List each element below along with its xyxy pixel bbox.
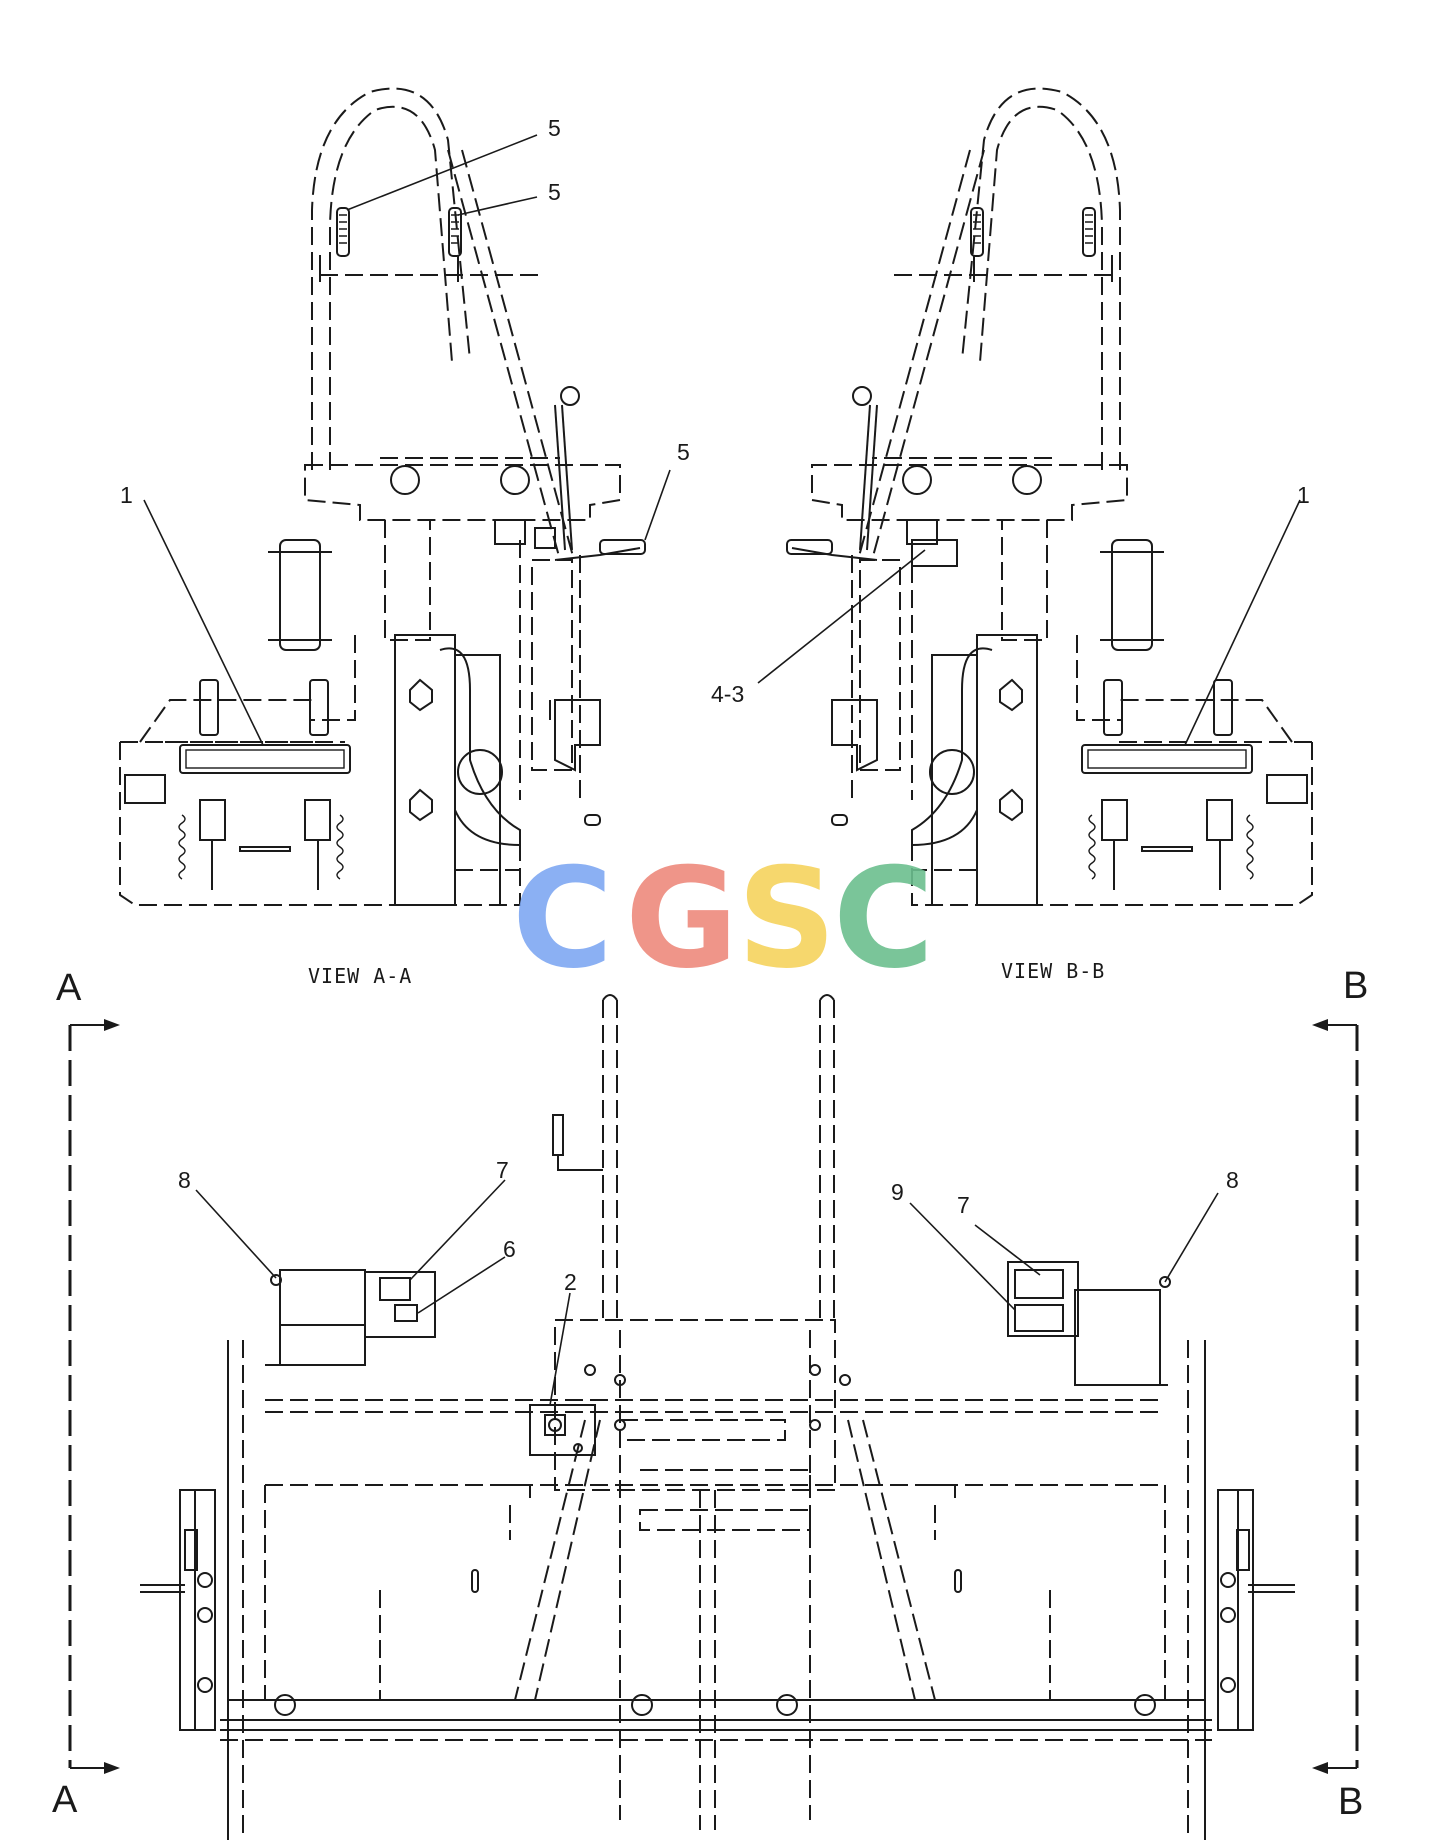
callout-1-left: 1 — [120, 482, 133, 508]
callout-7-right: 7 — [957, 1192, 970, 1218]
callout-5-lower-handle: 5 — [548, 179, 561, 205]
view-b-b-drawing — [786, 87, 1313, 906]
plan-view-drawing — [140, 994, 1295, 1840]
view-a-a-title: VIEW A-A — [308, 964, 412, 988]
callout-4-3: 4-3 — [711, 681, 744, 707]
cgsc-watermark: C G S C — [512, 838, 934, 999]
section-mark-b-bottom: B — [1338, 1781, 1363, 1823]
watermark-letter-g: G — [625, 838, 738, 999]
watermark-letter-s: S — [737, 838, 836, 999]
callout-9: 9 — [891, 1179, 904, 1205]
section-mark-b-top: B — [1343, 965, 1368, 1007]
view-a-a-drawing — [119, 87, 646, 906]
callout-6: 6 — [503, 1236, 516, 1262]
section-mark-a-top: A — [56, 967, 82, 1009]
section-line-b — [1312, 1019, 1359, 1774]
callout-1-right: 1 — [1297, 482, 1310, 508]
leader-lines — [143, 134, 1301, 1406]
callout-8-right: 8 — [1226, 1167, 1239, 1193]
callout-2: 2 — [564, 1269, 577, 1295]
callout-7-left: 7 — [496, 1157, 509, 1183]
watermark-letter-c2: C — [833, 838, 934, 999]
view-b-b-title: VIEW B-B — [1001, 959, 1105, 983]
callout-5-upper-handle: 5 — [548, 115, 561, 141]
callout-8-left: 8 — [178, 1167, 191, 1193]
callout-5-crank: 5 — [677, 439, 690, 465]
section-mark-a-bottom: A — [52, 1779, 78, 1821]
watermark-letter-c1: C — [512, 838, 613, 999]
section-line-a — [68, 1019, 120, 1774]
